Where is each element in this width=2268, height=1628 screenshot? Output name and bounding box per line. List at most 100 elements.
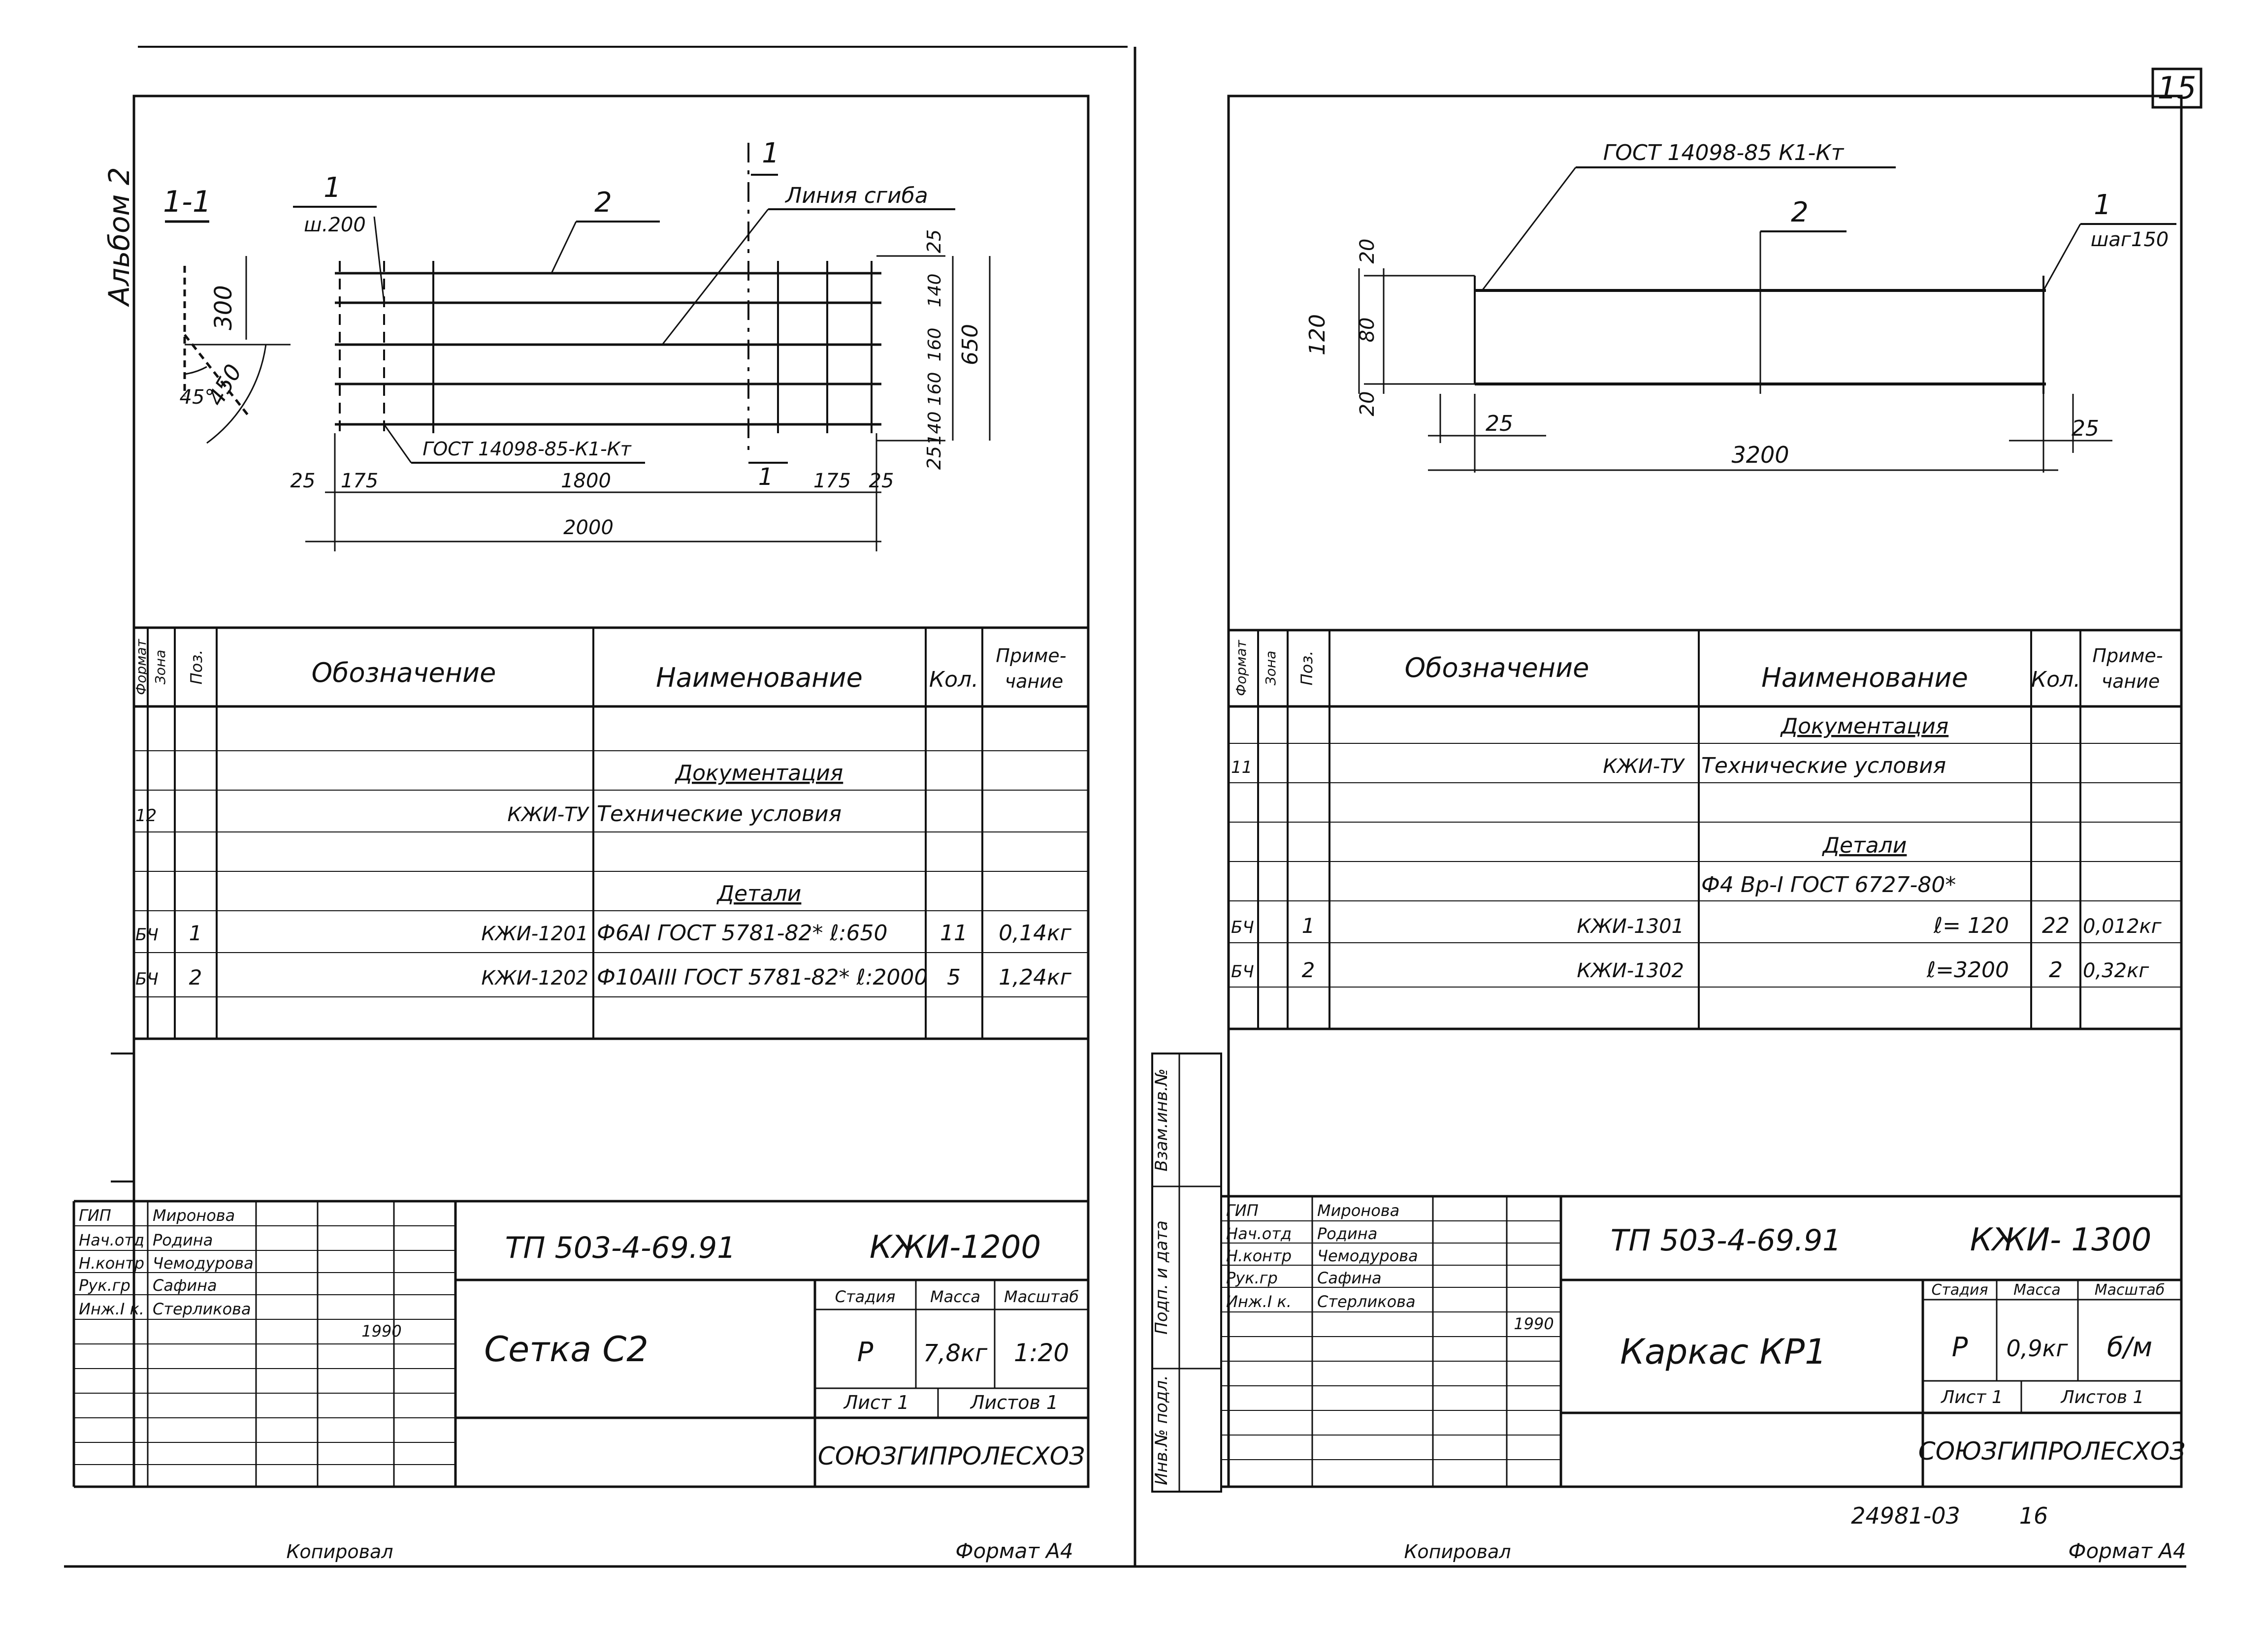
th-zone: Зона	[152, 650, 168, 685]
dim-300: 300	[210, 285, 237, 330]
tb-role: ГИП	[79, 1206, 111, 1225]
left-sheet: 1-1 300 450 45° 1 ш.	[72, 95, 1090, 1563]
th-note-right: Приме- чание	[2092, 645, 2169, 692]
bend-line-label: Линия сгиба	[784, 183, 928, 208]
tb-stage-label: Стадия	[835, 1287, 896, 1306]
mesh-plan	[335, 143, 945, 458]
spec-cell: КЖИ-ТУ	[507, 803, 589, 826]
tb-name: Сетка С2	[484, 1329, 648, 1370]
th-note-right-line2: чание	[2102, 670, 2160, 692]
angle-arc	[184, 366, 207, 375]
tb-mass-label-right: Масса	[2013, 1281, 2061, 1299]
tb-scale-label: Масштаб	[1004, 1287, 1079, 1306]
spec-cell: 0,012кг	[2083, 915, 2162, 938]
tb-role: ГИП	[1226, 1201, 1259, 1220]
spec-cell: 0,14кг	[999, 921, 1072, 946]
spec-cell: Детали	[1822, 833, 1907, 858]
dim-120: 120	[1305, 314, 1330, 355]
spec-cell: 5	[947, 965, 961, 990]
dim-bottom-1800: 1800	[561, 470, 611, 492]
tb-person: Родина	[153, 1231, 213, 1249]
dim-right-25a: 25	[923, 229, 945, 253]
tb-scale-right: б/м	[2107, 1332, 2152, 1363]
tb-person: Сафина	[153, 1276, 217, 1295]
dim-right-total: 650	[958, 324, 983, 365]
spec-cell: БЧ	[135, 925, 159, 945]
spec-cell: 1	[1302, 914, 1315, 938]
tb-mass-label: Масса	[930, 1287, 980, 1306]
tb-role: Рук.гр	[1226, 1269, 1278, 1287]
th-format: Формат	[133, 639, 149, 695]
tb-role: Нач.отд	[79, 1231, 144, 1249]
spec-cell: ℓ= 120	[1933, 913, 2009, 938]
spec-cell: БЧ	[1231, 918, 1254, 937]
footer-format-right: Формат А4	[2068, 1539, 2186, 1563]
tb-sheet-right: Лист 1	[1940, 1387, 2003, 1407]
spec-cell: Детали	[716, 881, 802, 906]
tb-role: Инж.I к.	[1226, 1292, 1292, 1311]
dim-right-140a: 140	[925, 274, 945, 308]
dim-25-right: 25	[2072, 416, 2099, 441]
tb-doc-number: ТП 503-4-69.91	[505, 1231, 736, 1265]
section-inclined-bar	[184, 334, 250, 417]
tb-code-right: КЖИ- 1300	[1970, 1222, 2152, 1258]
footer-copied-right: Копировал	[1404, 1541, 1511, 1563]
spec-cell: Технические условия	[597, 801, 842, 827]
dim-right-160b: 160	[925, 372, 945, 406]
dim-bottom-25a: 25	[291, 470, 316, 492]
dim-total: 2000	[563, 516, 614, 539]
tb-org-right: СОЮЗГИПРОЛЕСХОЗ	[1918, 1437, 2185, 1466]
spec-cell: КЖИ-1202	[481, 967, 588, 990]
callout-2-right: 2	[1791, 196, 1809, 228]
side-label-3: Инв.№ подл.	[1152, 1375, 1171, 1485]
footer-copied: Копировал	[286, 1541, 393, 1563]
page-number: 15	[2158, 70, 2197, 106]
tb-scale-label-right: Масштаб	[2095, 1281, 2165, 1299]
th-pos: Поз.	[187, 650, 206, 685]
spec-cell: 2	[189, 965, 202, 990]
th-note-right-line1: Приме-	[2092, 645, 2163, 667]
dim-bottom-25b: 25	[869, 470, 894, 492]
gost-right-leader	[1481, 167, 1577, 291]
dim-20-bottom: 20	[1356, 391, 1379, 416]
tb-person: Чемодурова	[1317, 1246, 1418, 1265]
tb-mass: 7,8кг	[923, 1340, 988, 1367]
tb-stage-right: Р	[1952, 1332, 1968, 1363]
tb-sheet: Лист 1	[843, 1392, 909, 1413]
tb-person: Стерликова	[153, 1300, 251, 1318]
spec-cell: Документация	[1780, 714, 1949, 739]
tb-person: Чемодурова	[153, 1254, 254, 1273]
dim-right-25b: 25	[923, 446, 945, 470]
dim-3200: 3200	[1731, 442, 1789, 468]
spec-table-left: Формат Зона Поз. Обозначение Наименовани…	[133, 626, 1088, 1040]
dim-right-160a: 160	[925, 328, 945, 362]
th-designation: Обозначение	[312, 657, 496, 688]
th-note-line2: чание	[1005, 670, 1064, 692]
tb-sheets-right: Листов 1	[2060, 1387, 2144, 1407]
spec-cell: КЖИ-ТУ	[1603, 755, 1685, 778]
callout-1: 1	[324, 172, 341, 204]
callout-2-leader	[551, 221, 577, 274]
dim-right-140b: 140	[925, 412, 945, 446]
th-format-right: Формат	[1233, 640, 1249, 696]
th-qty: Кол.	[929, 667, 978, 692]
callout-2: 2	[594, 187, 612, 219]
side-label-1: Взам.инв.№	[1152, 1068, 1171, 1171]
spec-cell: БЧ	[135, 969, 159, 989]
dim-80: 80	[1356, 318, 1379, 343]
callout-1-right-leader	[2042, 223, 2081, 291]
tb-person: Родина	[1317, 1224, 1377, 1243]
cut-marker: 1	[758, 463, 774, 491]
tb-person: Стерликова	[1317, 1292, 1416, 1311]
spec-cell: КЖИ-1301	[1577, 915, 1684, 938]
spec-cell: 2	[2049, 958, 2063, 983]
spec-cell: 12	[135, 806, 157, 826]
tb-year: 1990	[361, 1322, 401, 1341]
th-note: Приме- чание	[996, 645, 1072, 692]
callout-1-sub: ш.200	[304, 214, 366, 236]
gost-left-leader	[383, 424, 412, 463]
